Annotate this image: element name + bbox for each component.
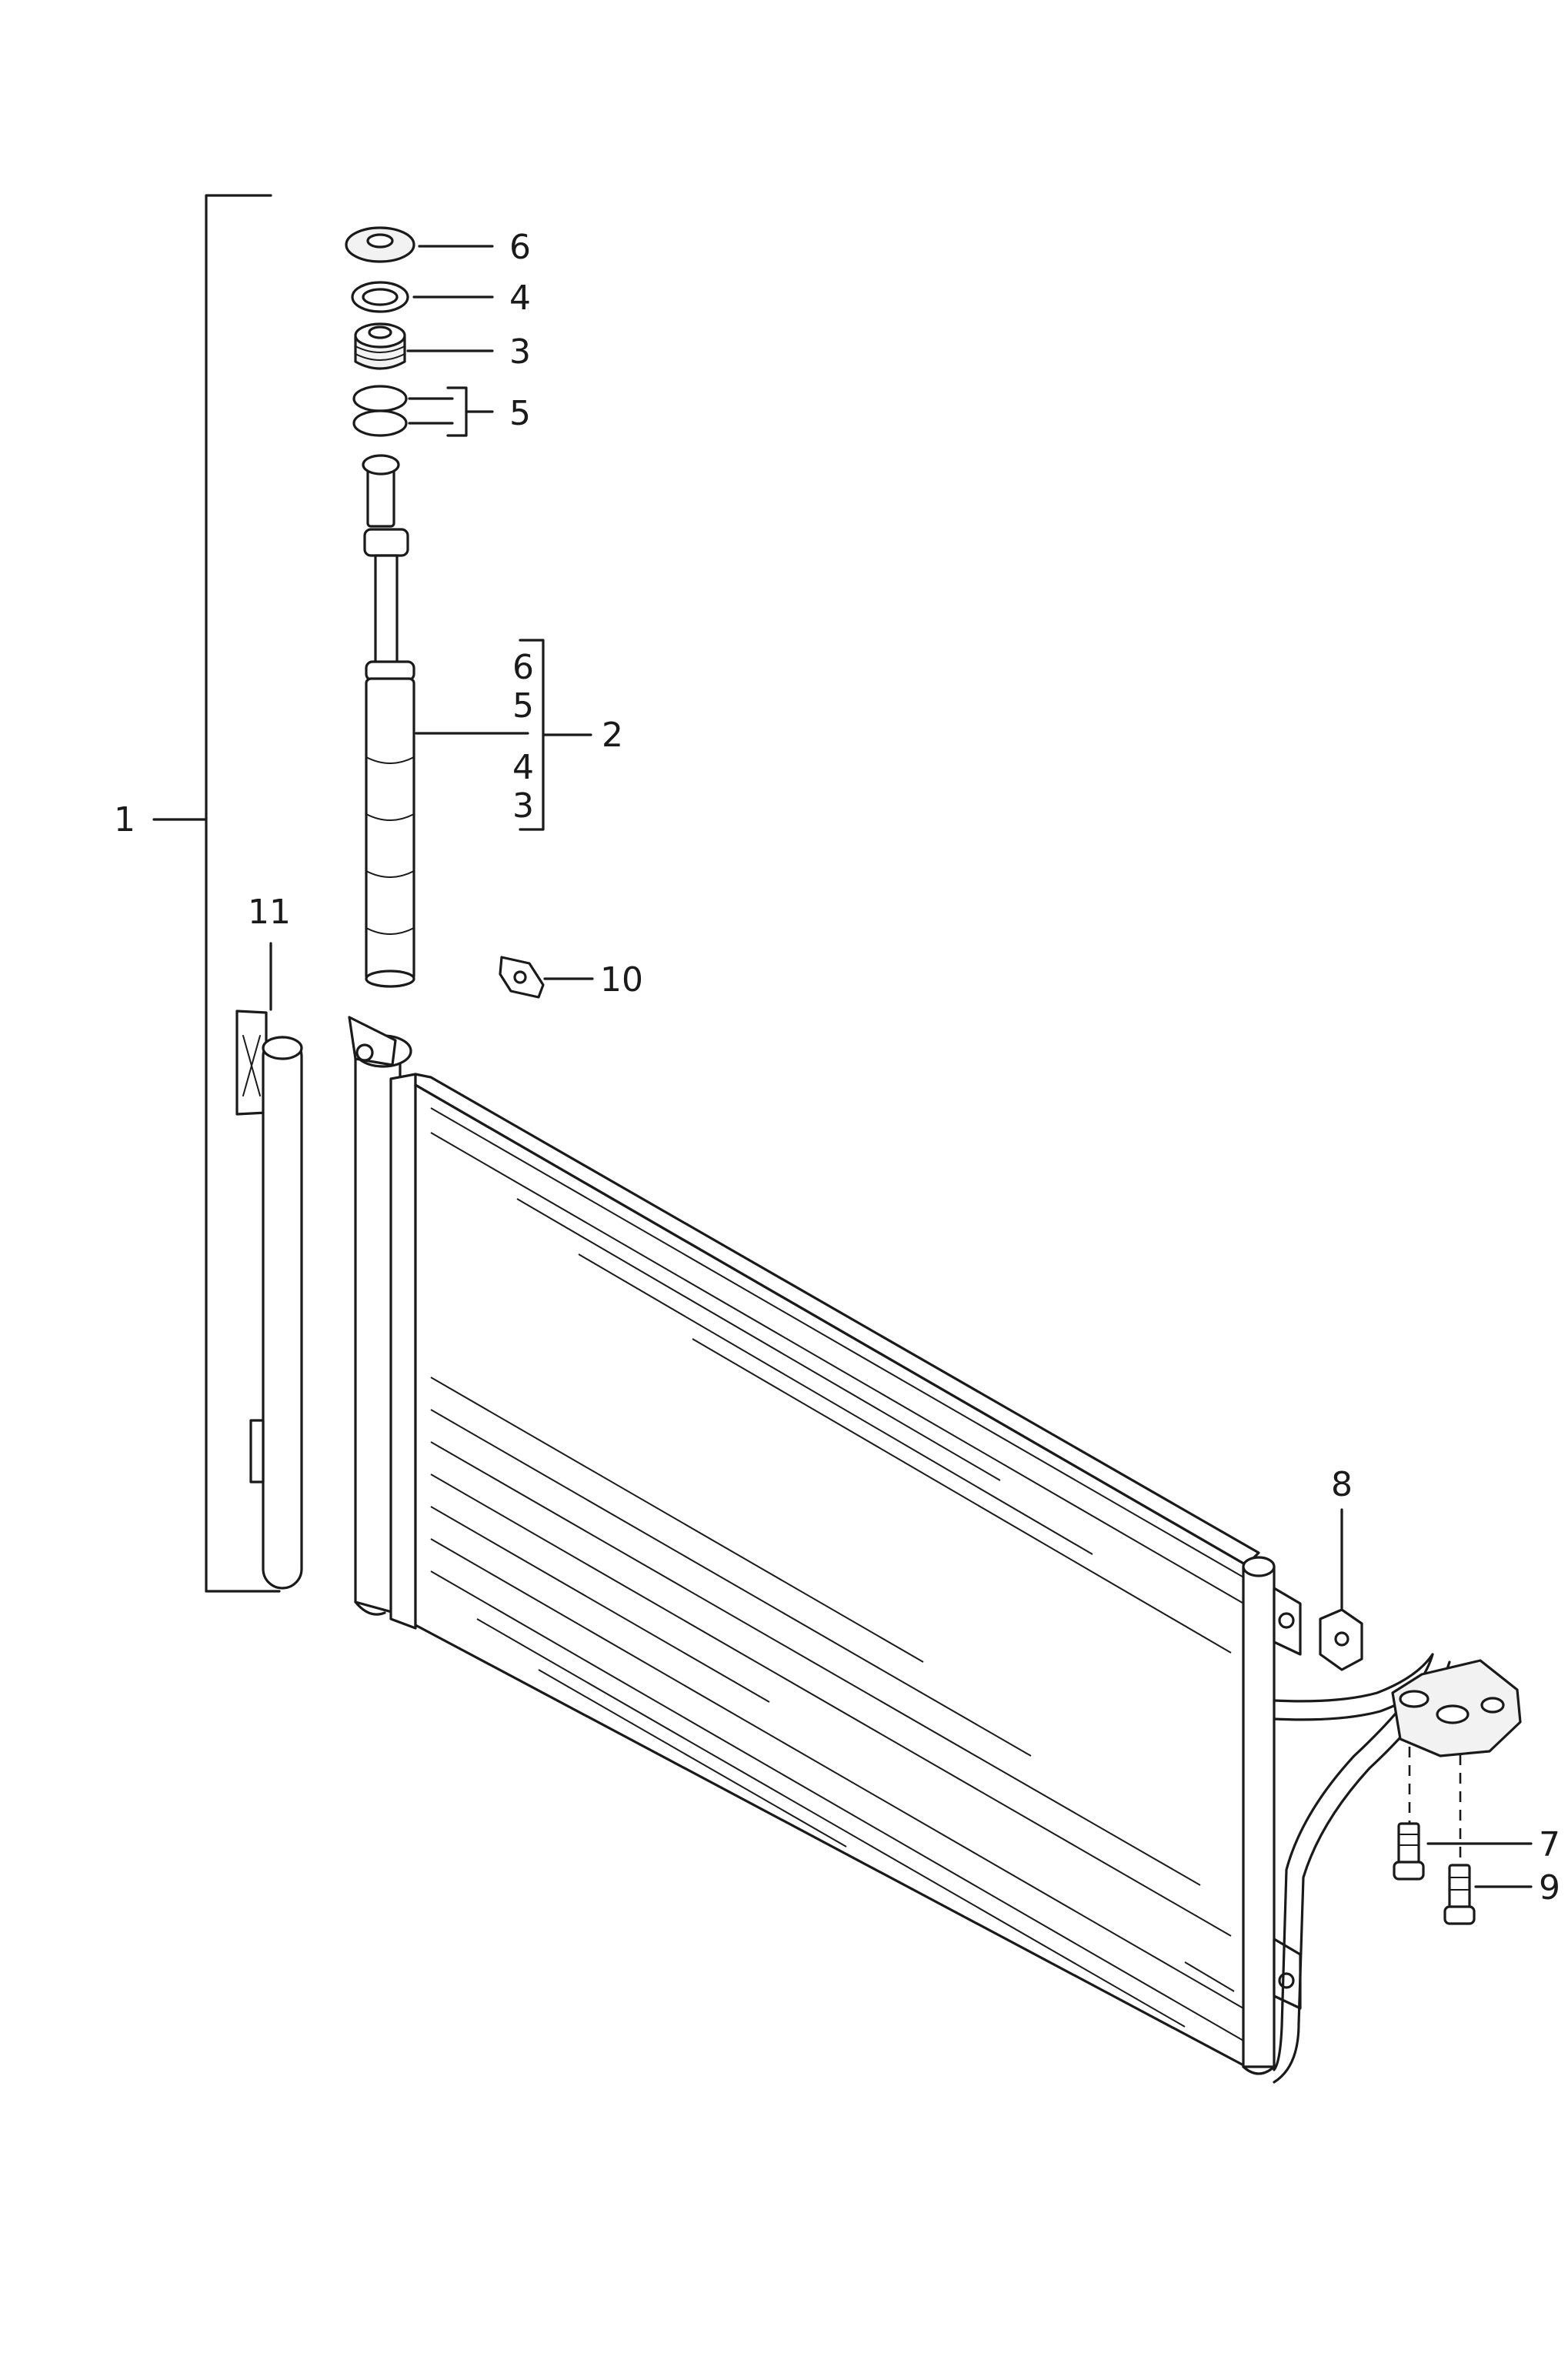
condenser-fins bbox=[430, 1107, 1247, 2041]
callout-9: 9 bbox=[1539, 1868, 1560, 1907]
part-10-clip-nut bbox=[499, 956, 594, 999]
callout-7: 7 bbox=[1539, 1825, 1560, 1864]
part-11-seal-strip bbox=[235, 942, 303, 1590]
callout-8: 8 bbox=[1331, 1465, 1353, 1504]
kit-2-item-6: 6 bbox=[512, 648, 534, 687]
callout-2: 2 bbox=[602, 716, 623, 755]
kit-bracket-2 bbox=[519, 639, 592, 831]
part-6-cap bbox=[345, 226, 494, 263]
callout-6-top: 6 bbox=[509, 228, 531, 267]
part-7-bolt bbox=[1393, 1747, 1533, 1881]
kit-2-item-3: 3 bbox=[512, 786, 534, 826]
part-5-o-rings bbox=[352, 385, 494, 437]
kit-2-item-5: 5 bbox=[512, 686, 534, 726]
callout-10: 10 bbox=[600, 960, 643, 1000]
part-3-plug bbox=[354, 322, 494, 370]
callout-3-top: 3 bbox=[509, 332, 531, 372]
part-2-dryer-cartridge bbox=[362, 454, 529, 988]
callout-11: 11 bbox=[248, 893, 291, 932]
part-9-bolt bbox=[1443, 1754, 1533, 1925]
refrigerant-pipes bbox=[1273, 1653, 1522, 2084]
assembly-bracket-1 bbox=[152, 194, 281, 1593]
callout-1: 1 bbox=[114, 800, 135, 839]
condenser-core bbox=[348, 1016, 1302, 2075]
part-8-clip bbox=[1319, 1508, 1363, 1671]
callout-5-top: 5 bbox=[509, 394, 531, 433]
kit-2-item-4: 4 bbox=[512, 748, 534, 787]
callout-4-top: 4 bbox=[509, 279, 531, 318]
part-4-ring bbox=[351, 281, 494, 313]
